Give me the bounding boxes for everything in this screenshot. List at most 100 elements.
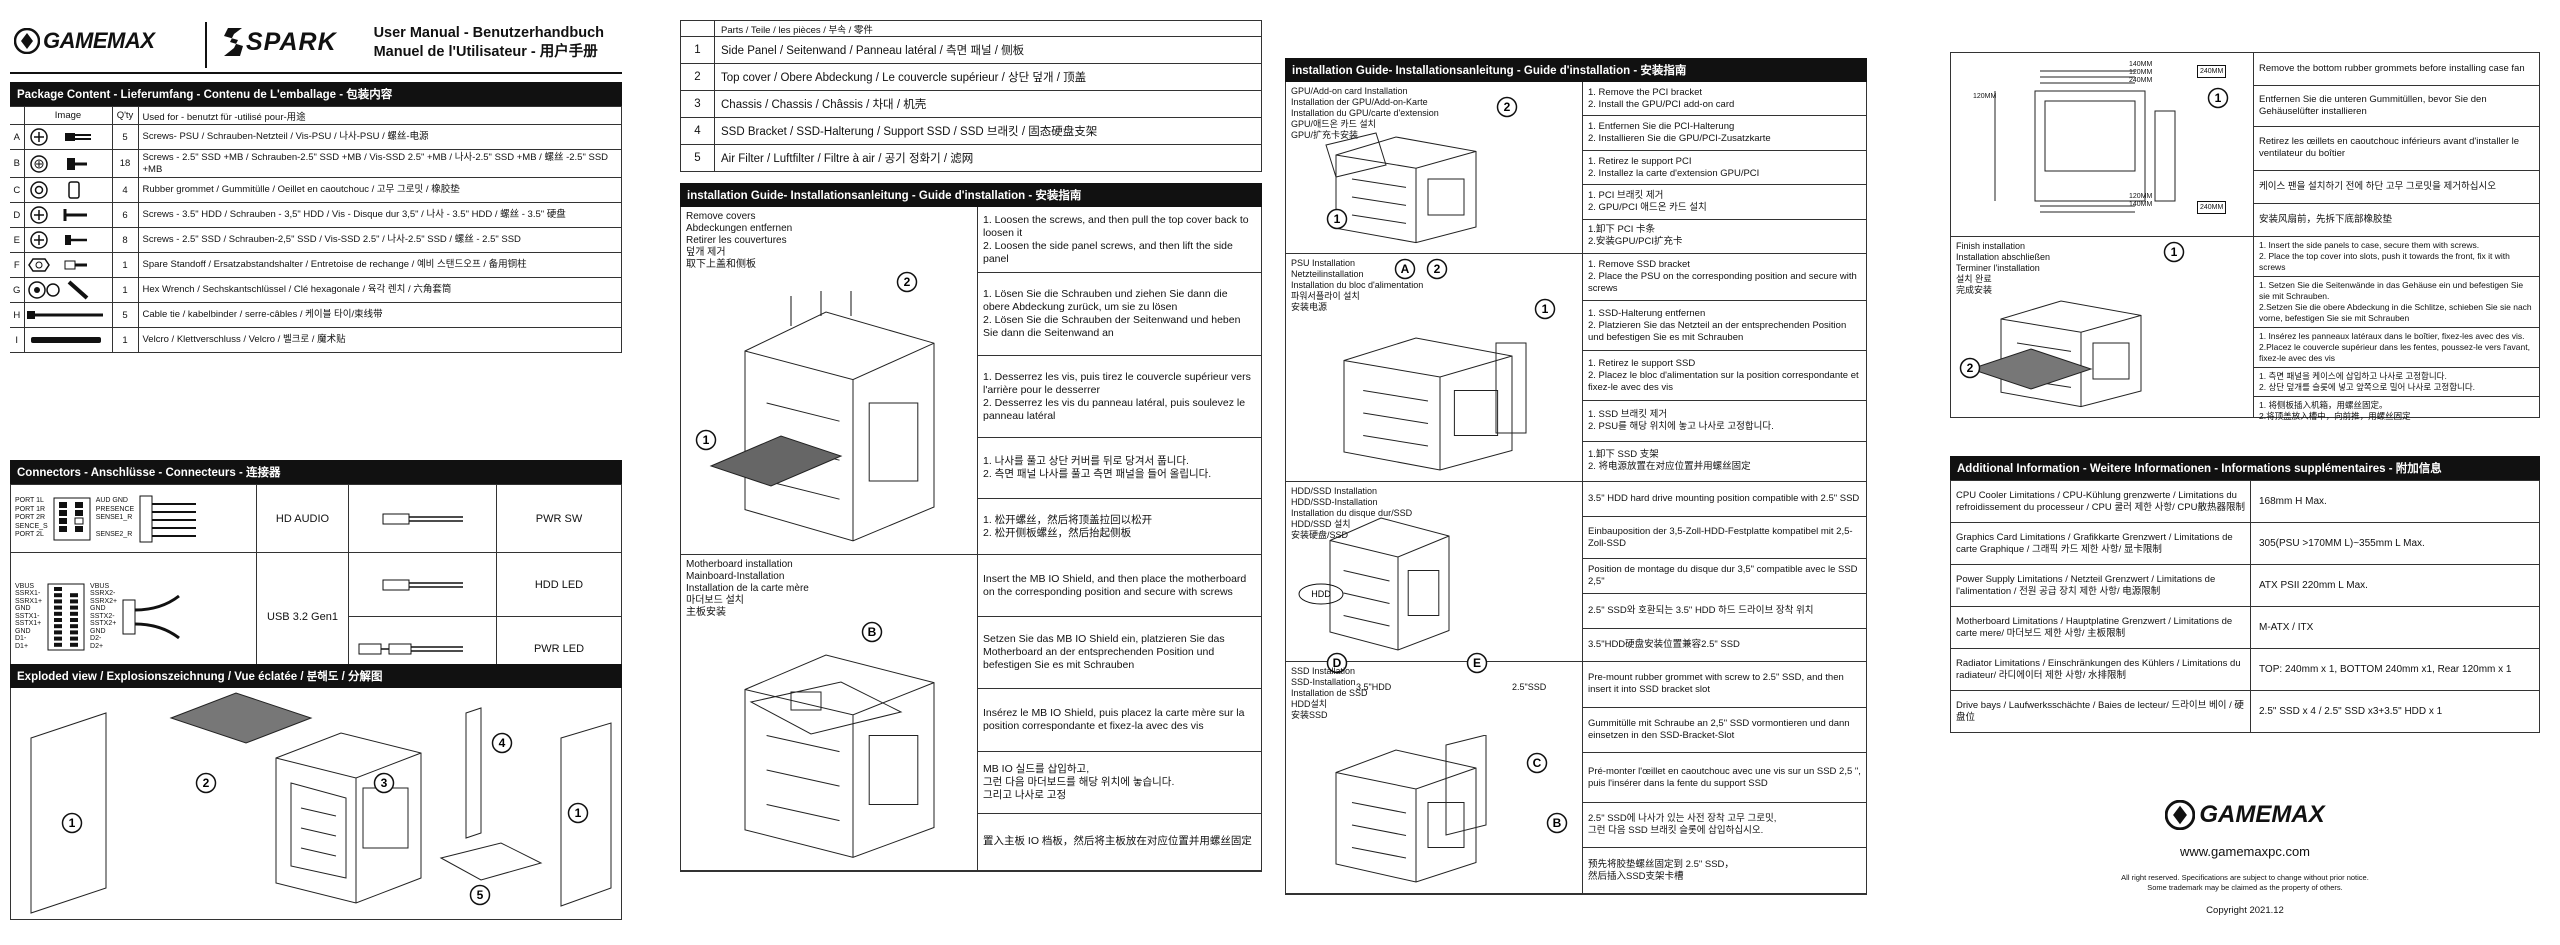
svg-text:1: 1: [2171, 245, 2178, 259]
part-h-icon: [26, 311, 103, 319]
part-text: Air Filter / Luftfilter / Filtre à air /…: [714, 144, 1262, 172]
pwr-led-plug-icon: [358, 643, 463, 654]
gamemax-logo-icon: [14, 28, 40, 54]
row-qty: 4: [111, 177, 139, 203]
spec-row-3: Power Supply Limitations / Netzteil Gren…: [1950, 564, 2540, 607]
svg-text:B: B: [1553, 816, 1562, 830]
row-qty: 8: [111, 227, 139, 253]
gamemax-logo: GAMEMAX: [14, 28, 155, 54]
row-image: [23, 202, 113, 228]
svg-text:1: 1: [1334, 212, 1341, 226]
callout-4: 4: [491, 732, 513, 754]
section-steps: 3.5" HDD hard drive mounting position co…: [1583, 482, 1866, 661]
spark-logo-icon: [224, 28, 243, 56]
step-cell-1: 3.5" HDD hard drive mounting position co…: [1583, 482, 1866, 518]
step-cell-1: 1. Insert the side panels to case, secur…: [2254, 237, 2539, 277]
step-cell-2: Setzen Sie das MB IO Shield ein, platzie…: [978, 617, 1261, 690]
step-cell-1: Pre-mount rubber grommet with screw to 2…: [1583, 662, 1866, 708]
callout-1-fan: 1: [2207, 87, 2229, 109]
step-cell-3: Pré-monter l'œillet en caoutchouc avec u…: [1583, 753, 1866, 803]
spec-row-1: CPU Cooler Limitations / CPU-Kühlung gre…: [1950, 480, 2540, 523]
footer: GAMEMAX www.gamemaxpc.com All right rese…: [1950, 800, 2540, 916]
footer-gamemax-wordmark: GAMEMAX: [2199, 801, 2325, 828]
callout-2-finish: 2: [1959, 357, 1981, 379]
svg-text:B: B: [868, 625, 877, 639]
package-content-header: Package Content - Lieferumfang - Contenu…: [10, 82, 622, 106]
guide-1-header: installation Guide- Installationsanleitu…: [680, 183, 1262, 207]
fan-dim-left: 120MM: [1973, 93, 1997, 100]
additional-info-table: CPU Cooler Limitations / CPU-Kühlung gre…: [1950, 480, 2540, 733]
copyright: Copyright 2021.12: [2206, 905, 2284, 916]
hdd-led-plug-icon: [382, 579, 463, 590]
section-steps: 1. Loosen the screws, and then pull the …: [978, 207, 1261, 554]
step-cell-3: Insérez le MB IO Shield, puis placez la …: [978, 689, 1261, 752]
part-text: Chassis / Chassis / Châssis / 차대 / 机壳: [714, 90, 1262, 118]
callout-1-finish: 1: [2163, 241, 2185, 263]
section-steps: Remove the bottom rubber grommets before…: [2254, 53, 2539, 236]
row-qty: 5: [111, 302, 139, 328]
part-text: Side Panel / Seitenwand / Panneau latéra…: [714, 36, 1262, 64]
svg-text:2: 2: [1967, 361, 1974, 375]
footer-logo: GAMEMAX: [1950, 800, 2540, 830]
callout-a-psu: A: [1394, 258, 1416, 280]
callout-2: 2: [195, 772, 217, 794]
column-3: installation Guide- Installationsanleitu…: [1285, 0, 1867, 945]
svg-text:2: 2: [203, 776, 210, 790]
row-letter: D: [10, 202, 25, 228]
col-image-header: Image: [23, 106, 113, 125]
row-text: Screws - 2.5" SSD +MB / Schrauben-2.5" S…: [137, 149, 622, 178]
callout-2-remove: 2: [896, 271, 918, 293]
website-link[interactable]: www.gamemaxpc.com: [2179, 844, 2311, 859]
callout-d-hdd: D: [1326, 652, 1348, 674]
step-cell-3: Position de montage du disque dur 3,5" c…: [1583, 559, 1866, 594]
gamemax-wordmark: GAMEMAX: [43, 28, 155, 53]
spec-label: Radiator Limitations / Einschränkungen d…: [1950, 648, 2251, 691]
row-qty: 1: [111, 252, 139, 278]
step-cell-5: 安装风扇前，先拆下底部橡胶垫: [2259, 213, 2393, 225]
row-image: [23, 124, 113, 150]
row-text: Velcro / Klettverschluss / Velcro / 벨크로 …: [137, 327, 622, 353]
svg-text:A: A: [1401, 262, 1410, 276]
step-cell-4: 2.5" SSD에 나사가 있는 사전 장착 고무 그로밋,그런 다음 SSD …: [1583, 803, 1866, 849]
row-text: Cable tie / kabelbinder / serre-câbles /…: [137, 302, 622, 328]
callout-1-left: 1: [61, 812, 83, 834]
brand-header: GAMEMAX SPARK User Manual - Benutzerhand…: [10, 18, 622, 74]
callout-1-psu: 1: [1534, 298, 1556, 320]
row-letter: E: [10, 227, 25, 253]
row-text: Screws - 3.5" HDD / Schrauben - 3,5" HDD…: [137, 202, 622, 228]
fan-dim-badge-top: 240MM: [2197, 65, 2227, 78]
case-drawing: [1335, 735, 1487, 883]
svg-text:2: 2: [1504, 100, 1511, 114]
case-drawing: [1969, 300, 2142, 408]
spec-value: ATX PSII 220mm L Max.: [2250, 564, 2540, 607]
callout-1-remove: 1: [695, 429, 717, 451]
row-text: Screws - 2.5" SSD / Schrauben-2,5" SSD /…: [137, 227, 622, 253]
footer-gamemax-logo-icon: [2165, 800, 2196, 830]
step-cell-2: 1. Lösen Sie die Schrauben und ziehen Si…: [978, 273, 1261, 356]
